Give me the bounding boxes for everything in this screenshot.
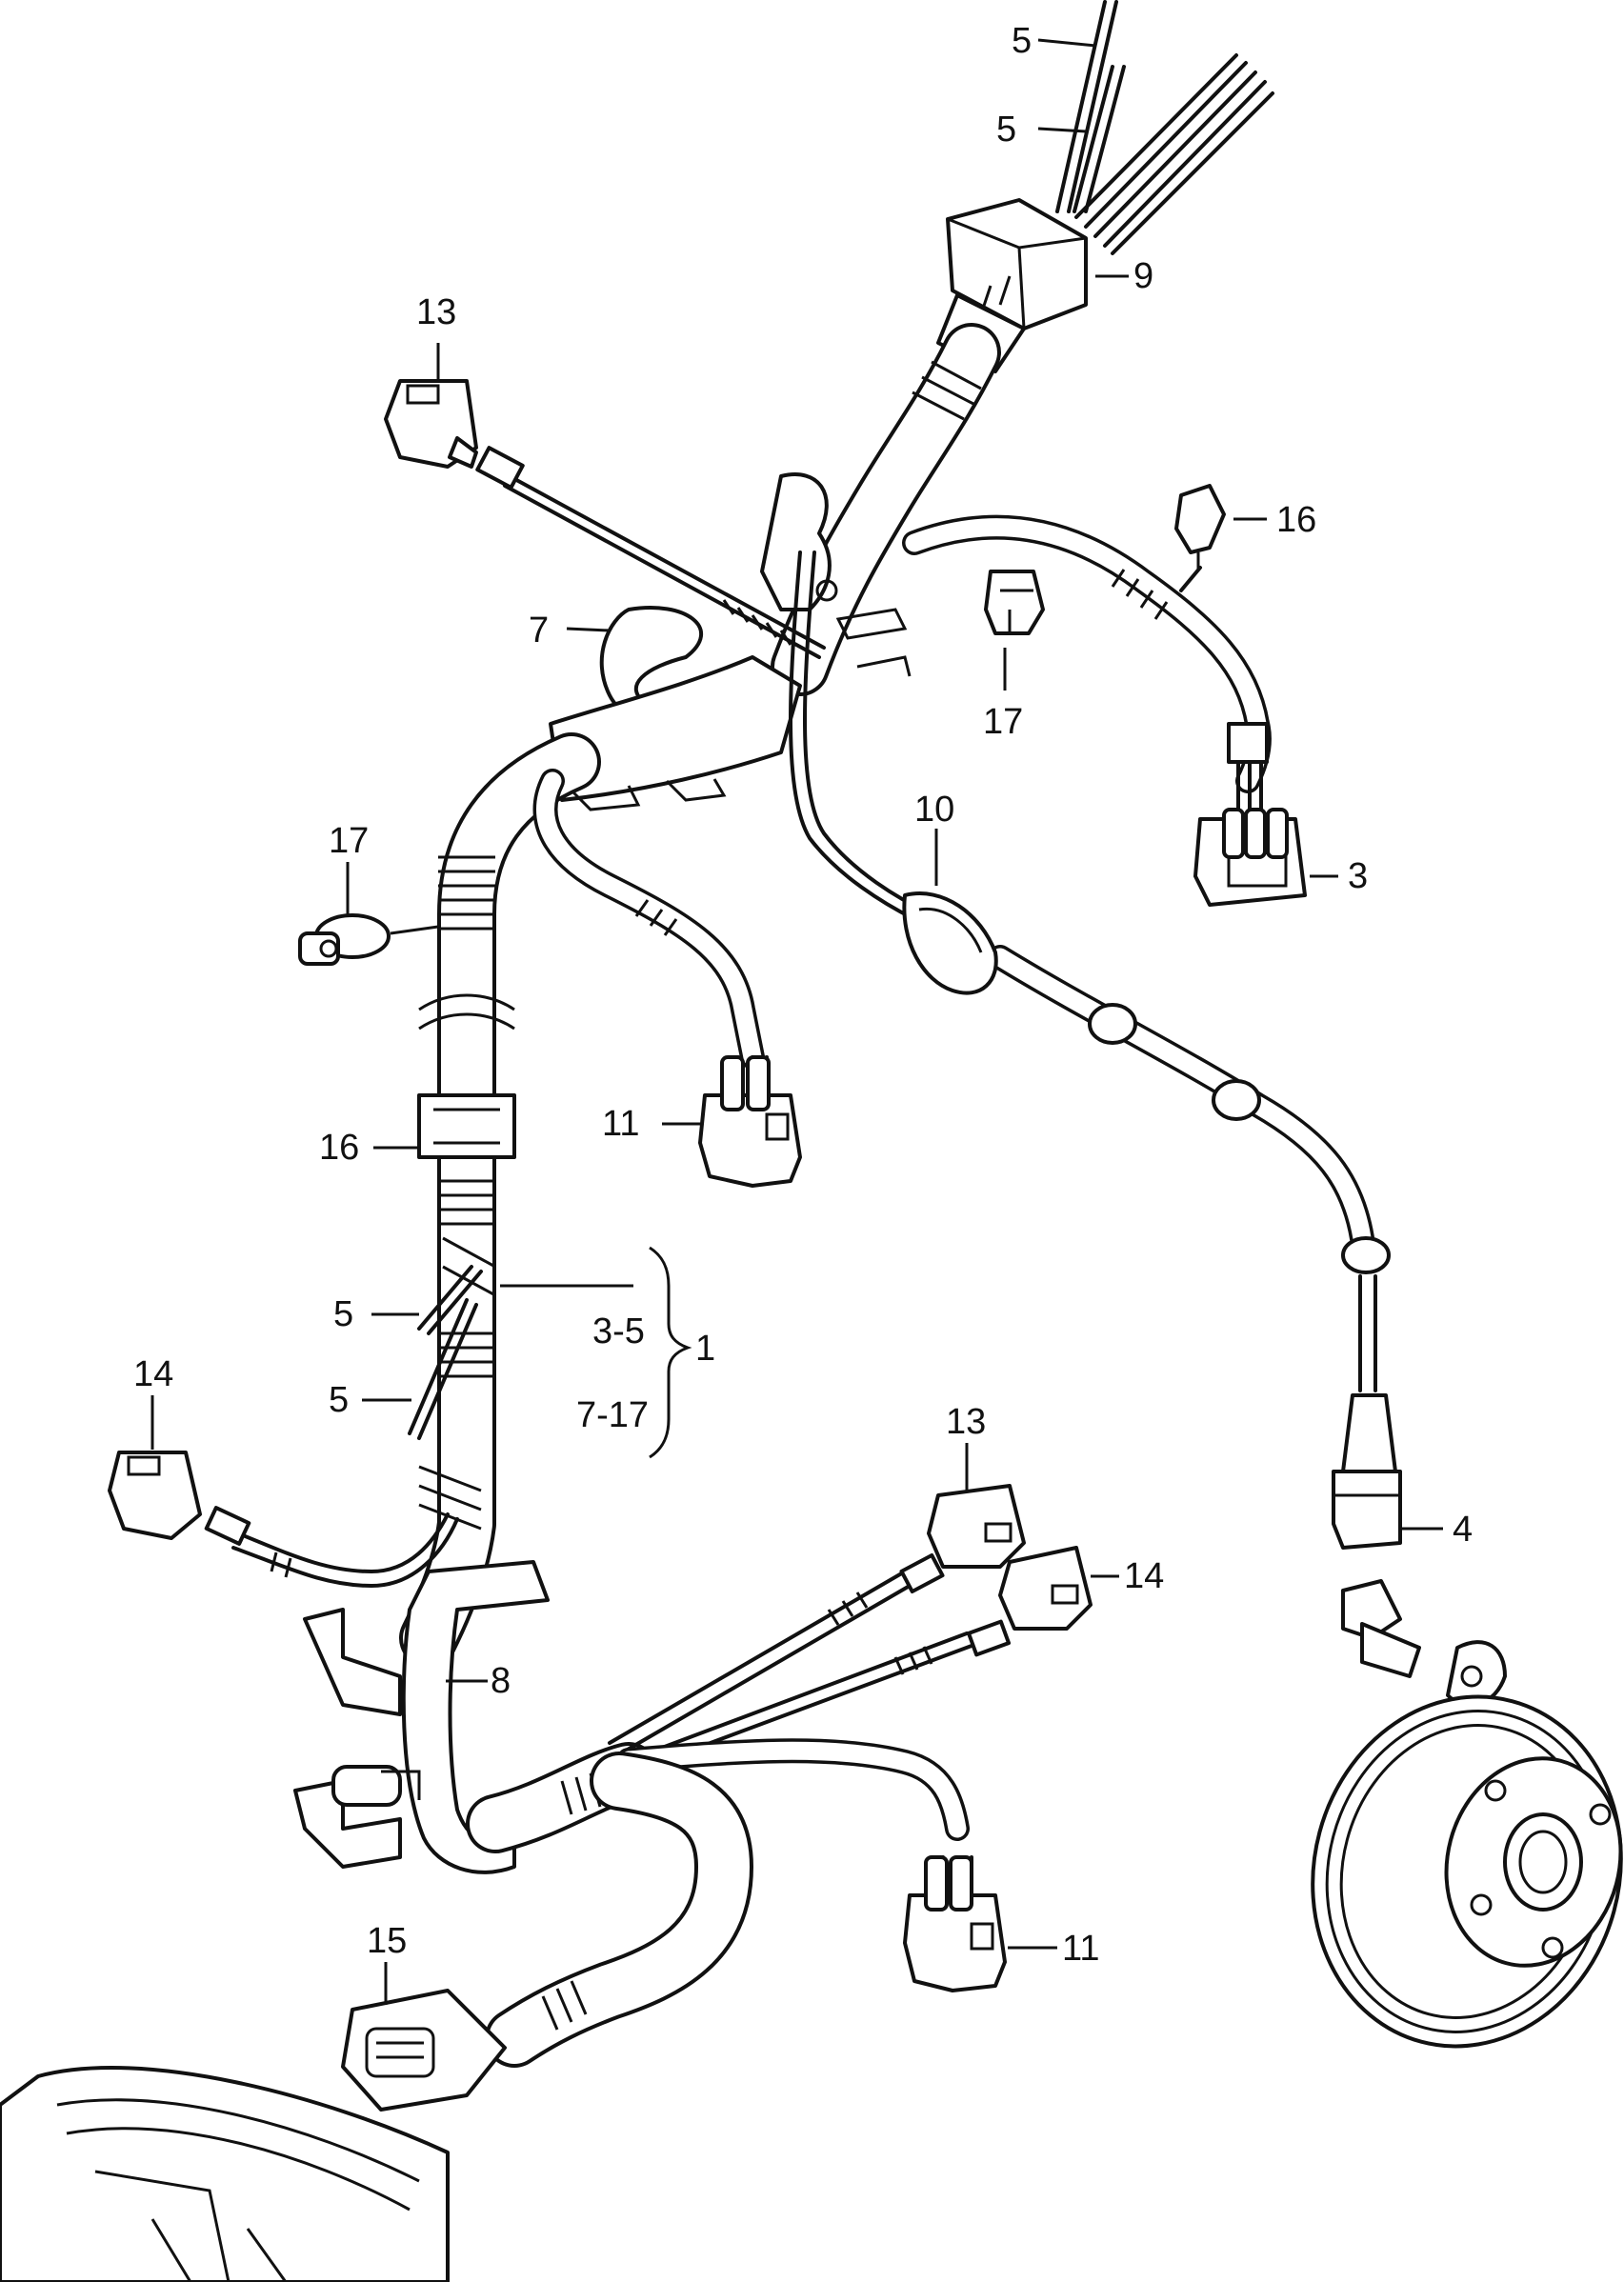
callout-10: 10	[914, 790, 954, 830]
callout-16-left: 16	[319, 1128, 359, 1168]
relay-connector-11-mid	[698, 1055, 802, 1188]
brake-disc	[1311, 1694, 1623, 2049]
cable-to-15	[485, 1752, 753, 2068]
loose-wire-ends-5	[408, 1265, 483, 1440]
left-trunk	[399, 732, 601, 1668]
clip-16-left	[417, 1093, 516, 1159]
sensor-connector-4	[1332, 1470, 1402, 1550]
callout-1: 1	[695, 1329, 715, 1369]
connector-13-top	[384, 379, 478, 469]
callout-9: 9	[1133, 256, 1153, 296]
callout-7: 7	[529, 611, 549, 651]
callout-15: 15	[367, 1921, 407, 1961]
callout-3: 3	[1348, 856, 1368, 896]
clip-16-right	[1174, 484, 1226, 592]
branch-to-3	[902, 514, 1307, 907]
callout-11-low: 11	[1062, 1929, 1099, 1969]
sensor-cable-to-4	[789, 550, 1397, 1473]
headlight-housing	[0, 2066, 450, 2282]
callout-13-top: 13	[416, 292, 456, 332]
connector-14-left	[108, 1451, 202, 1540]
connector-13-low	[899, 1484, 1026, 1594]
callout-11-mid: 11	[602, 1104, 639, 1144]
grommet-10	[902, 891, 998, 995]
callout-4: 4	[1453, 1510, 1473, 1550]
callout-14-right: 14	[1124, 1556, 1164, 1596]
callout-5-mid: 5	[333, 1294, 353, 1334]
mounting-bracket-8	[293, 1560, 550, 1874]
branch-to-11-mid	[532, 769, 769, 1097]
callout-14-left: 14	[133, 1354, 173, 1394]
callout-8: 8	[491, 1661, 511, 1701]
range-3-5: 3-5	[592, 1311, 645, 1351]
callout-labels: 5 5 9 13 16 7 17 10 3 17 11 16 5 5 14 3-…	[133, 21, 1473, 1969]
callout-5-low: 5	[329, 1380, 349, 1420]
branch-to-14-left	[204, 1506, 459, 1588]
callout-16-right: 16	[1276, 500, 1316, 540]
callout-5-top: 5	[1012, 21, 1032, 61]
top-cable-bundle	[1055, 0, 1274, 255]
clip-17-left	[298, 913, 391, 966]
headlight-connector-15	[341, 1989, 507, 2112]
leader-lines	[150, 38, 1443, 2005]
callout-13-low: 13	[946, 1402, 986, 1442]
callout-17-right: 17	[983, 702, 1023, 742]
range-7-17: 7-17	[576, 1395, 649, 1435]
connector-14-right	[966, 1546, 1093, 1657]
clip-17-right	[984, 570, 1045, 635]
callout-17-left: 17	[329, 821, 369, 861]
abs-sensor	[1341, 1579, 1507, 1708]
branch-to-13-top	[475, 446, 826, 659]
relay-connector-11-low	[903, 1855, 1007, 1992]
main-trunk	[771, 323, 1001, 696]
callout-5-upper: 5	[996, 110, 1016, 150]
